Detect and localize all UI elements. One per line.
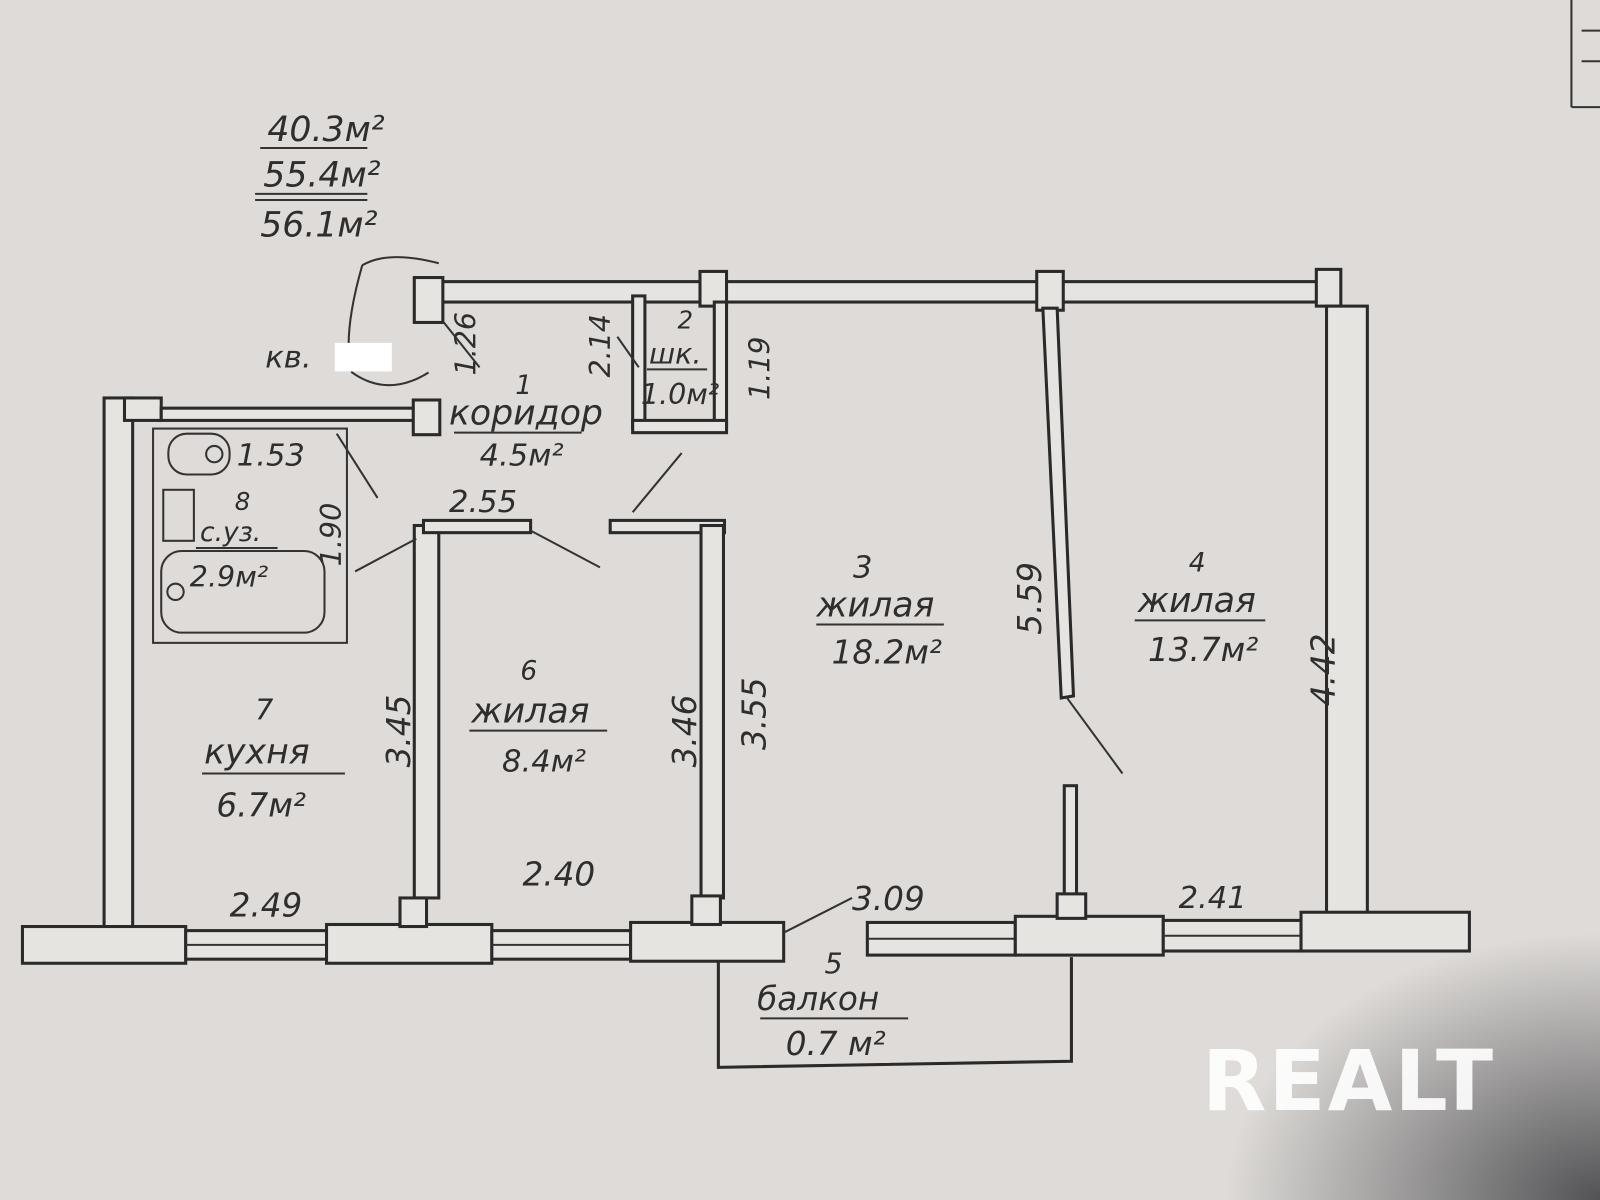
room-8-bathroom: 8 с.уз. 2.9м²: [190, 487, 278, 594]
room-number: 6: [520, 656, 537, 687]
room-area: 2.9м²: [190, 560, 268, 594]
living-area: 40.3м²: [267, 110, 384, 150]
dimension-label: 4.42: [1305, 633, 1343, 706]
dimension-label: 2.41: [1179, 881, 1247, 916]
room-name: жилая: [1137, 581, 1256, 621]
room-number: 5: [824, 946, 842, 980]
room-number: 2: [678, 306, 694, 335]
room-6-living: 6 жилая 8.4м²: [469, 656, 608, 779]
watermark-logo: REALT: [1202, 1032, 1495, 1130]
room-name: с.уз.: [200, 517, 261, 548]
room-name: коридор: [449, 393, 603, 433]
room-area: 18.2м²: [832, 633, 942, 671]
room-number: 7: [255, 692, 273, 726]
room-number: 3: [853, 551, 872, 586]
room-name: балкон: [757, 980, 879, 1018]
room-3-living: 3 жилая 18.2м²: [815, 551, 944, 671]
corner-stamp: [1570, 0, 1600, 109]
shadow: [918, 714, 1600, 1200]
room-number: 8: [235, 487, 251, 516]
dimension-label: 2.49: [230, 886, 303, 924]
room-name: кухня: [204, 732, 310, 772]
room-7-kitchen: 7 кухня 6.7м²: [202, 692, 345, 824]
dimension-label: 3.55: [735, 677, 773, 750]
dimension-label: 1.26: [449, 312, 483, 376]
walls: [20, 267, 1471, 1069]
room-2-closet: 2 шк. 1.0м²: [641, 306, 719, 412]
dimensions: 1.26 2.14 1.19 1.53 1.90 2.55 3.45 3.46 …: [230, 312, 1343, 924]
dimension-label: 5.59: [1011, 562, 1049, 635]
toilet-icon: [167, 432, 231, 476]
dimension-label: 1.53: [237, 438, 305, 473]
dimension-label: 2.55: [449, 485, 517, 520]
room-area: 1.0м²: [641, 377, 719, 411]
dimension-label: 3.46: [666, 695, 704, 768]
room-number: 1: [515, 370, 532, 401]
room-area: 6.7м²: [216, 786, 306, 824]
room-area: 4.5м²: [480, 438, 564, 473]
room-1-corridor: 1 коридор 4.5м²: [449, 370, 603, 473]
pencil-mark: [347, 256, 440, 387]
room-number: 4: [1189, 547, 1206, 578]
room-area: 0.7 м²: [786, 1025, 886, 1063]
balcony-outline: [716, 957, 1073, 1069]
apartment-label: кв.: [265, 340, 311, 375]
bathroom-fixtures: [152, 427, 348, 644]
room-name: жилая: [470, 691, 589, 731]
dimension-label: 3.45: [380, 695, 418, 768]
bathtub-icon: [160, 550, 326, 634]
dimension-label: 3.09: [852, 880, 925, 918]
room-area: 8.4м²: [502, 744, 586, 779]
total-area-with-balcony: 56.1м²: [260, 206, 377, 246]
dimension-label: 2.14: [583, 314, 617, 378]
total-area: 55.4м²: [263, 156, 380, 196]
dimension-label: 1.90: [314, 503, 348, 567]
dimension-label: 2.40: [522, 856, 595, 894]
room-name: жилая: [815, 585, 934, 625]
redacted-number: [334, 342, 392, 372]
dimension-label: 1.19: [742, 336, 776, 400]
room-area: 13.7м²: [1148, 631, 1258, 669]
room-5-balcony: 5 балкон 0.7 м²: [757, 946, 909, 1063]
area-summary: 40.3м² 55.4м² 56.1м²: [255, 110, 385, 246]
room-4-living: 4 жилая 13.7м²: [1134, 547, 1266, 669]
room-name: шк.: [649, 336, 701, 370]
door-swings: [335, 321, 1124, 934]
